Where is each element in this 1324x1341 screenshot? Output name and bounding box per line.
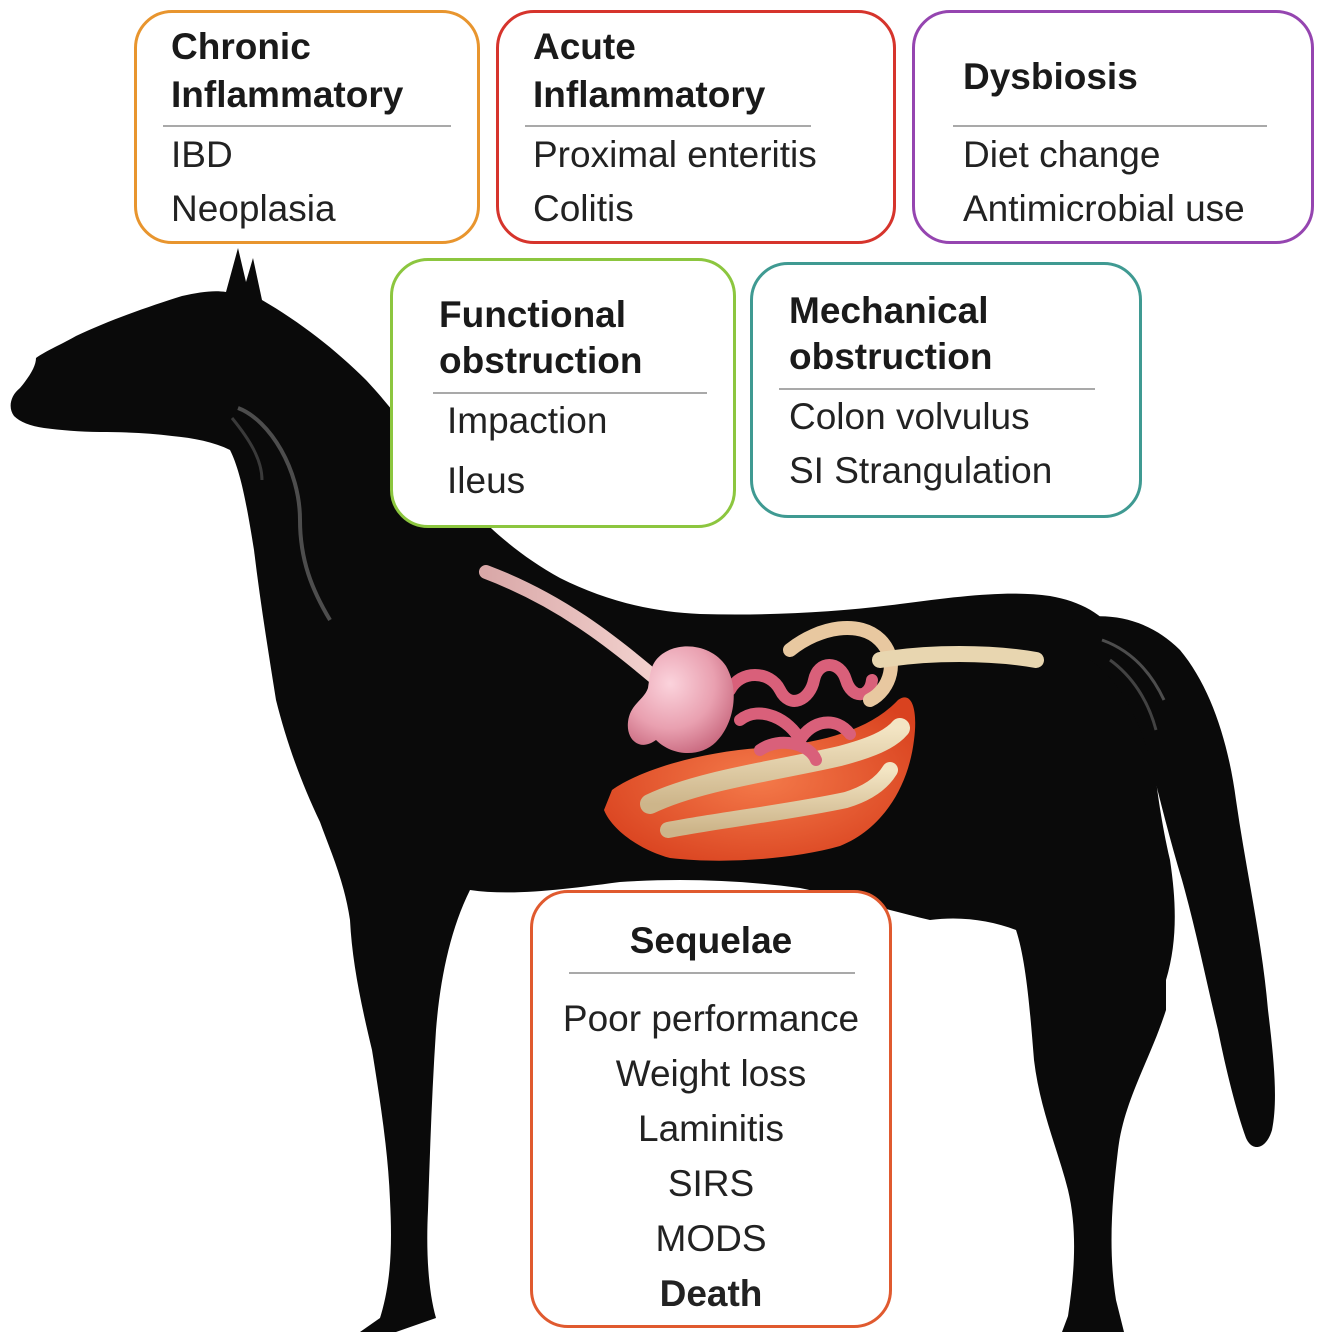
chronic-inflammatory-box: Chronic Inflammatory IBD Neoplasia xyxy=(134,10,480,244)
mechanical-title-line1: Mechanical xyxy=(789,287,988,334)
acute-inflammatory-box: Acute Inflammatory Proximal enteritis Co… xyxy=(496,10,896,244)
acute-divider xyxy=(525,125,811,127)
chronic-item-ibd: IBD xyxy=(171,133,233,177)
dysbiosis-item-diet-change: Diet change xyxy=(963,133,1160,177)
mechanical-obstruction-box: Mechanical obstruction Colon volvulus SI… xyxy=(750,262,1142,518)
sequelae-item-weight-loss: Weight loss xyxy=(533,1052,889,1096)
sequelae-title: Sequelae xyxy=(533,917,889,964)
chronic-title-line2: Inflammatory xyxy=(171,71,403,118)
small-colon xyxy=(880,654,1036,660)
dysbiosis-box: Dysbiosis Diet change Antimicrobial use xyxy=(912,10,1314,244)
functional-item-ileus: Ileus xyxy=(447,459,525,503)
functional-obstruction-box: Functional obstruction Impaction Ileus xyxy=(390,258,736,528)
sequelae-item-death: Death xyxy=(533,1272,889,1316)
acute-title-line1: Acute xyxy=(533,23,636,70)
sequelae-item-mods: MODS xyxy=(533,1217,889,1261)
chronic-title-line1: Chronic xyxy=(171,23,311,70)
mechanical-divider xyxy=(779,388,1095,390)
acute-item-colitis: Colitis xyxy=(533,187,634,231)
acute-item-proximal-enteritis: Proximal enteritis xyxy=(533,133,817,177)
functional-item-impaction: Impaction xyxy=(447,399,607,443)
sequelae-item-poor-performance: Poor performance xyxy=(533,997,889,1041)
mechanical-title-line2: obstruction xyxy=(789,333,992,380)
dysbiosis-title: Dysbiosis xyxy=(963,53,1138,100)
sequelae-item-laminitis: Laminitis xyxy=(533,1107,889,1151)
dysbiosis-divider xyxy=(953,125,1267,127)
sequelae-box: Sequelae Poor performance Weight loss La… xyxy=(530,890,892,1328)
chronic-divider xyxy=(163,125,451,127)
mechanical-item-colon-volvulus: Colon volvulus xyxy=(789,395,1030,439)
functional-title-line2: obstruction xyxy=(439,337,642,384)
functional-divider xyxy=(433,392,707,394)
sequelae-divider xyxy=(569,972,855,974)
acute-title-line2: Inflammatory xyxy=(533,71,765,118)
mechanical-item-si-strangulation: SI Strangulation xyxy=(789,449,1052,493)
dysbiosis-item-antimicrobial-use: Antimicrobial use xyxy=(963,187,1245,231)
sequelae-item-sirs: SIRS xyxy=(533,1162,889,1206)
chronic-item-neoplasia: Neoplasia xyxy=(171,187,336,231)
functional-title-line1: Functional xyxy=(439,291,626,338)
